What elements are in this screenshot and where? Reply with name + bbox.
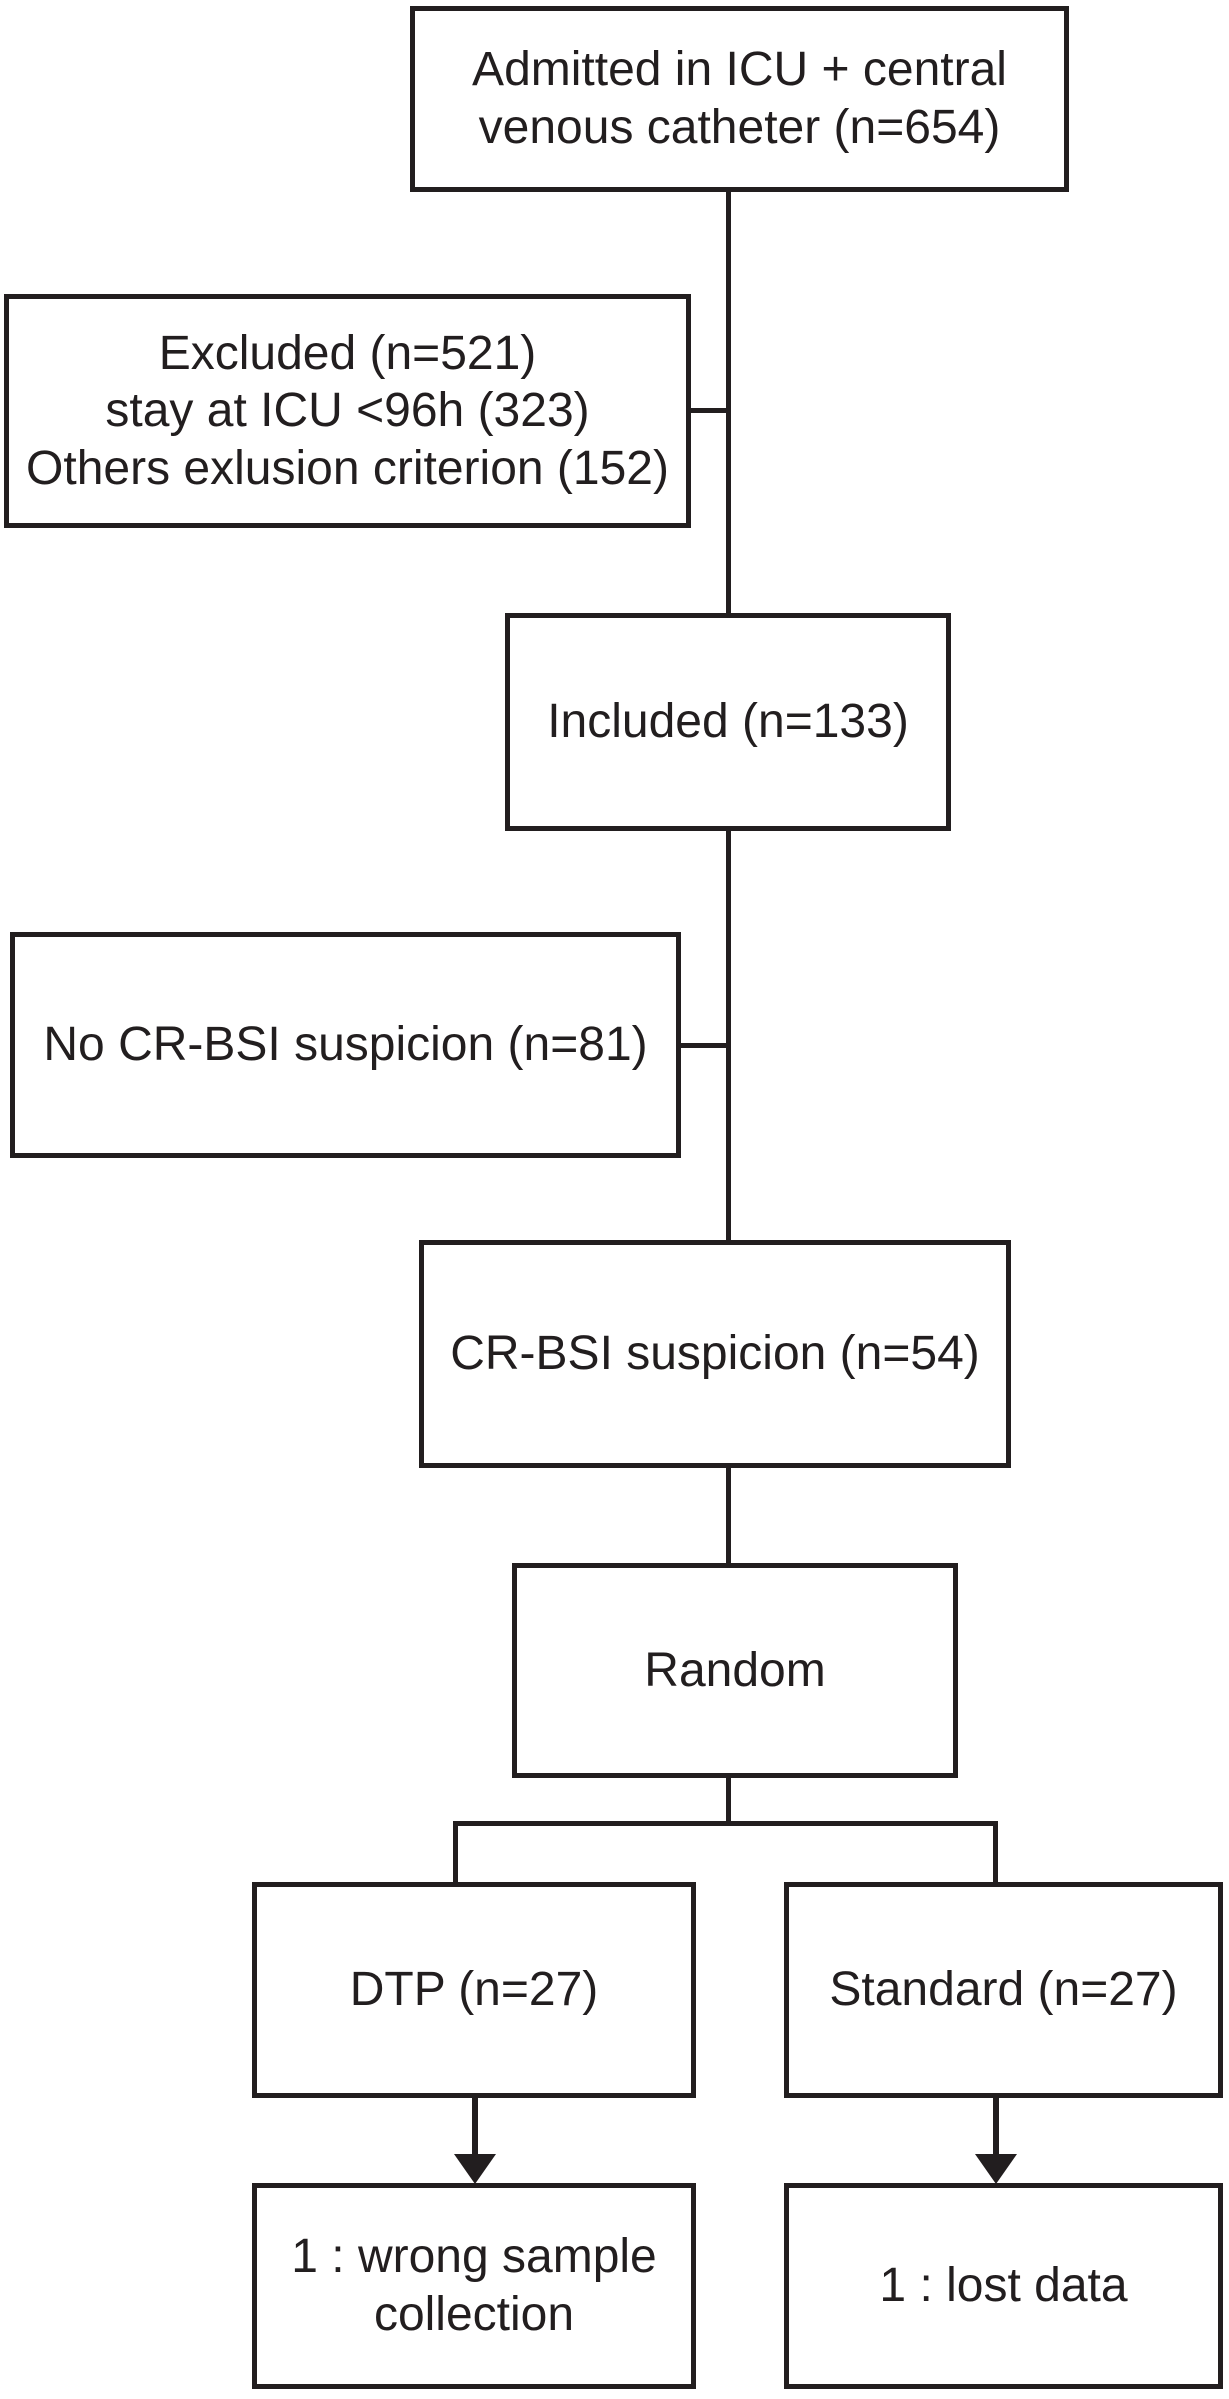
arrow-down-icon <box>454 2154 496 2184</box>
connector-drop-to-dtp <box>453 1821 458 1884</box>
connector-random-stem <box>726 1776 731 1826</box>
standard-exclusion-label: 1 : lost data <box>879 2259 1128 2313</box>
standard-arm-label: Standard (n=27) <box>829 1963 1178 2017</box>
no-cr-bsi-suspicion-label: No CR-BSI suspicion (n=81) <box>43 1018 648 1072</box>
connector-random-split-bar <box>453 1821 998 1826</box>
included-box: Included (n=133) <box>505 613 951 831</box>
connector-included-to-suspicion <box>726 829 731 1243</box>
dtp-exclusion-line-1: 1 : wrong sample <box>291 2230 657 2284</box>
dtp-exclusion-box: 1 : wrong sample collection <box>252 2183 696 2389</box>
excluded-line-3: Others exlusion criterion (152) <box>26 441 669 495</box>
standard-arm-box: Standard (n=27) <box>784 1882 1223 2098</box>
admitted-line-1: Admitted in ICU + central <box>472 43 1007 97</box>
connector-standard-to-exclusion <box>993 2096 999 2158</box>
cr-bsi-suspicion-box: CR-BSI suspicion (n=54) <box>419 1240 1011 1468</box>
no-cr-bsi-suspicion-box: No CR-BSI suspicion (n=81) <box>10 932 681 1158</box>
random-label: Random <box>644 1643 826 1697</box>
connector-drop-to-standard <box>993 1821 998 1884</box>
excluded-box: Excluded (n=521) stay at ICU <96h (323) … <box>4 294 691 528</box>
excluded-line-2: stay at ICU <96h (323) <box>105 384 590 438</box>
connector-dtp-to-exclusion <box>472 2096 478 2158</box>
cr-bsi-suspicion-label: CR-BSI suspicion (n=54) <box>450 1327 980 1381</box>
dtp-exclusion-line-2: collection <box>373 2288 575 2341</box>
dtp-arm-box: DTP (n=27) <box>252 1882 696 2098</box>
admitted-line-2: venous catheter (n=654) <box>478 101 1001 154</box>
connector-admitted-to-included <box>726 190 731 616</box>
connector-no-suspicion-branch <box>676 1043 730 1048</box>
arrow-down-icon <box>975 2154 1017 2184</box>
connector-suspicion-to-random <box>726 1466 731 1566</box>
standard-exclusion-box: 1 : lost data <box>784 2183 1223 2389</box>
included-label: Included (n=133) <box>547 695 909 749</box>
admitted-box: Admitted in ICU + central venous cathete… <box>410 6 1069 192</box>
random-box: Random <box>512 1563 958 1778</box>
excluded-line-1: Excluded (n=521) <box>158 326 537 380</box>
connector-excluded-branch <box>686 408 730 413</box>
dtp-arm-label: DTP (n=27) <box>349 1963 599 2017</box>
